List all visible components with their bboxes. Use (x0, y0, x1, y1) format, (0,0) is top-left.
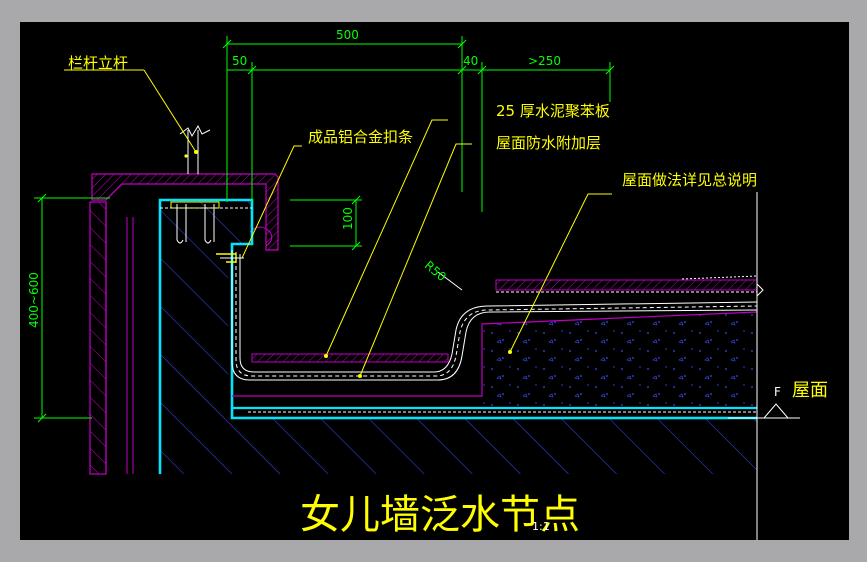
drawing-title: 女儿墙泛水节点 (300, 492, 580, 538)
railing-outer-wall (89, 201, 134, 475)
dim-50: 50 (232, 54, 247, 68)
leader-dots (194, 150, 512, 378)
label-railing-post: 栏杆立杆 (68, 54, 128, 72)
dim-100: 100 (341, 207, 355, 230)
dim-500: 500 (336, 28, 359, 42)
leader-lines (64, 69, 612, 377)
dim-250: >250 (528, 54, 561, 68)
cad-drawing-canvas[interactable]: 栏杆立杆 成品铝合金扣条 25 厚水泥聚苯板 屋面防水附加层 屋面做法详见总说明… (20, 22, 849, 540)
label-eps-board: 25 厚水泥聚苯板 (496, 102, 610, 120)
dimension-lines (34, 36, 615, 423)
label-radius: R50 (422, 258, 449, 284)
label-roof: 屋面 (792, 380, 828, 401)
aluminum-clip (216, 253, 244, 263)
anchor-bolts (160, 201, 252, 244)
gutter-layers (231, 250, 758, 381)
parapet-detail-drawing: 栏杆立杆 成品铝合金扣条 25 厚水泥聚苯板 屋面防水附加层 屋面做法详见总说明… (27, 28, 828, 540)
label-roof-marker: F (774, 385, 781, 399)
dim-40: 40 (463, 54, 478, 68)
label-roof-see-notes: 屋面做法详见总说明 (622, 171, 757, 189)
right-section-line (728, 192, 800, 540)
label-waterproof-extra: 屋面防水附加层 (496, 134, 601, 152)
drawing-scale: 1:1 (532, 520, 550, 533)
dim-400-600: 400~600 (27, 272, 41, 328)
label-aluminum-strip: 成品铝合金扣条 (308, 128, 413, 146)
roof-build-up (232, 275, 764, 413)
